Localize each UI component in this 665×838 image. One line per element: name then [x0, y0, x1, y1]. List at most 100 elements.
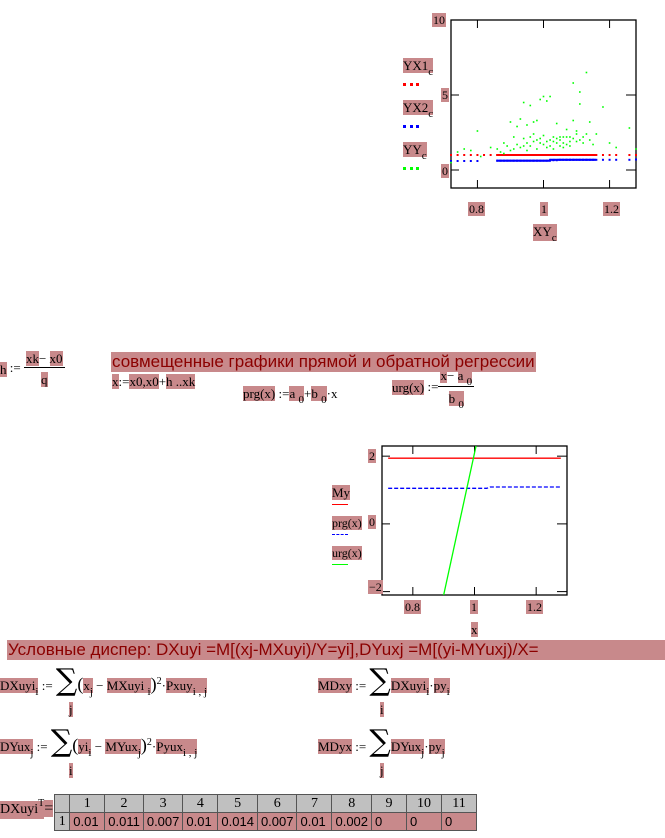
legend-item-yy[interactable]: YYc — [403, 142, 433, 184]
yx2-point — [514, 159, 517, 162]
yx2-point — [584, 158, 587, 161]
yx2-point — [450, 160, 452, 162]
yx2-point — [579, 158, 582, 161]
dxuyi-definition[interactable]: DXuyii := ∑(xj − MXuyi i)2·Pxuyi , j — [0, 666, 208, 698]
prg-definition[interactable]: prg(x) :=a 0+b 0·x — [243, 386, 338, 406]
x-var: x — [440, 368, 447, 383]
dyuxj-definition[interactable]: DYuxj := ∑(yii − MYuxj)2·Pyuxi , j — [0, 727, 198, 759]
yx2-point — [594, 158, 597, 161]
legend-swatch-yy — [403, 167, 419, 170]
matrix-corner — [54, 794, 71, 813]
yx1-point — [592, 154, 595, 156]
yx2-point — [595, 158, 598, 161]
matrix-cell[interactable]: 0 — [371, 812, 408, 831]
yx1-point — [543, 154, 546, 156]
matrix-cell[interactable]: 0.01 — [182, 812, 219, 831]
yx2-point — [568, 158, 571, 161]
yy-point — [506, 145, 508, 147]
matrix-row-header: 1 — [54, 812, 71, 831]
yx1-point — [574, 154, 577, 156]
urg-definition[interactable]: urg(x) := x− a 0 b 0 — [392, 368, 475, 411]
chart1-plot[interactable] — [395, 10, 665, 195]
chart1-ytick-5: 5 — [441, 88, 449, 102]
combined-graphs-title[interactable]: совмещенные графики прямой и обратной ре… — [111, 352, 536, 372]
yy-point — [555, 122, 558, 125]
chart1-ytick-10: 10 — [432, 13, 446, 27]
yy-point — [565, 136, 568, 138]
legend-item-yx1[interactable]: YX1c — [403, 58, 434, 100]
yy-point — [519, 146, 522, 149]
yy-point — [575, 140, 578, 143]
mdxy-definition[interactable]: MDxy := ∑DXuyii·pyi — [318, 666, 450, 698]
x0-var: x0,x0 — [129, 374, 159, 389]
mxuyi-var: MXuyi i — [106, 678, 151, 698]
yx1-point — [497, 154, 500, 156]
yx1-point — [534, 154, 537, 156]
sum-index-i: i — [380, 702, 384, 717]
yx1-point — [530, 154, 533, 156]
yy-point — [588, 121, 591, 123]
yx1-point — [546, 154, 549, 156]
minus-op: − — [94, 739, 103, 754]
chart1-xlabel[interactable]: XYc — [533, 224, 557, 244]
yy-point — [569, 145, 571, 147]
yy-point — [499, 151, 502, 153]
series-line-urgx — [443, 446, 477, 595]
matrix-cell[interactable]: 0.002 — [331, 812, 373, 831]
yy-point — [579, 139, 581, 141]
yy-point — [536, 139, 538, 141]
yx1-point — [580, 154, 583, 156]
yx2-point — [601, 158, 604, 161]
yx2-point — [505, 159, 508, 162]
yx2-point — [508, 159, 511, 162]
h-definition[interactable]: h := xk− x0 q — [0, 351, 65, 387]
legend-swatch-urg — [332, 564, 348, 565]
yx2-point — [525, 159, 528, 162]
matrix-cell[interactable]: 0.01 — [296, 812, 333, 831]
x-var: x — [330, 386, 338, 401]
yx1-point — [500, 154, 503, 156]
chart1-region[interactable]: 10 5 0 0.8 1 1.2 XYc YX1c YX2c YYc — [395, 10, 665, 244]
matrix-cell[interactable]: 0.007 — [256, 812, 298, 831]
yx1-point — [521, 154, 524, 156]
mult-op: · — [326, 386, 331, 401]
conditional-variances-title[interactable]: Условные диспер: DXuyi =M[(xj-MXuyi)/Y=y… — [7, 640, 665, 660]
chart2-xlabel[interactable]: x — [471, 622, 478, 637]
legend-item-my[interactable]: My — [332, 485, 362, 515]
yx2-point — [500, 159, 503, 162]
yx2-point — [572, 158, 575, 161]
chart2-plot[interactable] — [325, 440, 585, 605]
yx2-point — [615, 158, 618, 161]
assign-op: := — [355, 678, 367, 693]
chart2-ytick-neg2: −2 — [368, 580, 383, 594]
legend-item-prg[interactable]: prg(x) — [332, 515, 362, 545]
matrix-cell[interactable]: 0 — [406, 812, 443, 831]
q-var: q — [41, 372, 48, 387]
legend-item-urg[interactable]: urg(x) — [332, 545, 362, 575]
matrix-cell[interactable]: 0.011 — [104, 812, 144, 831]
yx1-point — [489, 154, 492, 156]
yx2-point — [538, 159, 541, 162]
chart2-region[interactable]: 2 0 −2 0.8 1 1.2 x My prg(x) urg(x) — [325, 440, 585, 640]
mdyx-definition[interactable]: MDyx := ∑DYuxj·pyj — [318, 727, 445, 759]
yx2-point — [564, 158, 567, 161]
yx1-point — [549, 154, 552, 156]
yx2-point — [463, 160, 466, 162]
matrix-cell[interactable]: 0.007 — [142, 812, 184, 831]
legend-item-yx2[interactable]: YX2c — [403, 100, 434, 142]
close-paren: ) — [150, 674, 157, 694]
yx2-point — [502, 159, 505, 162]
yx2-point — [547, 159, 550, 162]
matrix-cell[interactable]: 0 — [441, 812, 478, 831]
plus-op: + — [304, 386, 312, 401]
yx1-point — [527, 154, 530, 156]
yx2-point — [588, 158, 591, 161]
matrix-cell[interactable]: 0.014 — [217, 812, 258, 831]
chart2-xtick-1.2: 1.2 — [526, 600, 543, 614]
yx1-point — [525, 154, 528, 156]
x-range-definition[interactable]: x:=x0,x0+h ..xk — [112, 374, 196, 389]
matrix-cell[interactable]: 0.01 — [69, 812, 106, 831]
yy-point — [546, 146, 548, 149]
